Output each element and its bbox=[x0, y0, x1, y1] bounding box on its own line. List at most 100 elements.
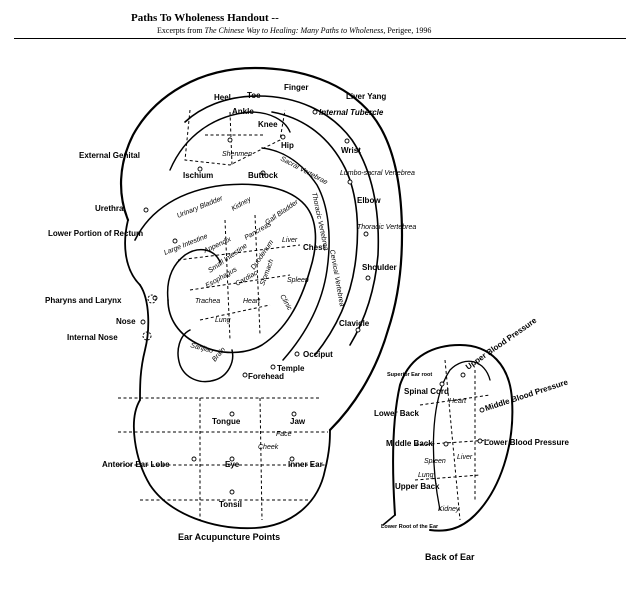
point-dot bbox=[443, 441, 449, 447]
label-finger: Finger bbox=[284, 83, 308, 92]
back-caption: Back of Ear bbox=[425, 552, 475, 562]
label-back-lung: Lung bbox=[418, 472, 434, 479]
label-heart: Heart bbox=[243, 298, 261, 305]
label-lower-blood-pressure: Lower Blood Pressure bbox=[484, 438, 569, 447]
point-dot bbox=[227, 137, 233, 143]
label-lower-back-1: Lower Back bbox=[374, 409, 419, 418]
point-dot bbox=[363, 231, 369, 237]
triangular-fossa bbox=[169, 111, 291, 171]
label-shenmen: Shenmen bbox=[222, 151, 252, 158]
point-dot bbox=[280, 134, 286, 140]
label-upper-back: Upper Back bbox=[395, 482, 440, 491]
concha-outline bbox=[134, 183, 317, 354]
label-clavicle: Clavicle bbox=[339, 319, 370, 328]
point-dot bbox=[439, 381, 445, 387]
label-middle-back: Middle Back bbox=[386, 439, 433, 448]
dashed-zone-upper bbox=[184, 109, 286, 166]
label-kidney: Kidney bbox=[231, 196, 253, 213]
ear-lobe-left-edge bbox=[139, 284, 150, 401]
label-large-intestine: Large Intestine bbox=[163, 233, 209, 257]
label-face: Face bbox=[276, 431, 292, 438]
dashed-zone-lobe-grid bbox=[118, 397, 328, 521]
pharynx-marker bbox=[147, 294, 157, 304]
label-spinal-cord: Spinal Cord bbox=[404, 387, 449, 396]
label-ankle: Ankle bbox=[232, 107, 254, 116]
label-spleen: Spleen bbox=[287, 277, 309, 284]
point-dot bbox=[270, 364, 276, 370]
dashed-zone-concha bbox=[177, 214, 301, 341]
label-superior-ear-root: Superior Ear root bbox=[387, 372, 432, 378]
point-dot bbox=[229, 456, 235, 462]
label-shoulder: Shoulder bbox=[362, 263, 397, 272]
label-eye: Eye bbox=[225, 460, 240, 469]
label-urethra: Urethra bbox=[95, 204, 124, 213]
label-heel: Heel bbox=[214, 93, 231, 102]
point-dot bbox=[143, 207, 149, 213]
antihelix-inner-line bbox=[261, 147, 330, 361]
handout-header: Paths To Wholeness Handout -- Excerpts f… bbox=[0, 0, 638, 40]
back-ear-inner-line bbox=[432, 360, 491, 511]
point-dot bbox=[191, 456, 197, 462]
label-middle-blood-pressure: Middle Blood Pressure bbox=[484, 377, 570, 413]
point-dot bbox=[312, 109, 318, 115]
helix-inner-line bbox=[184, 95, 380, 346]
handout-title: Paths To Wholeness Handout -- bbox=[131, 12, 279, 24]
label-toe: Toe bbox=[247, 91, 261, 100]
point-dot bbox=[242, 372, 248, 378]
label-tonsil: Tonsil bbox=[219, 500, 242, 509]
label-inner-ear: Inner Ear bbox=[288, 460, 323, 469]
label-stomach: Stomach bbox=[259, 258, 275, 286]
label-cheek: Cheek bbox=[258, 444, 279, 451]
label-jaw: Jaw bbox=[290, 417, 306, 426]
back-ear-root-line bbox=[382, 514, 396, 526]
label-ischium: Ischium bbox=[183, 171, 213, 180]
point-dot bbox=[479, 407, 485, 413]
label-lower-root-of-the-ear: Lower Root of the Ear bbox=[381, 524, 439, 530]
label-occiput: Occiput bbox=[303, 350, 333, 359]
handout-subtitle: Excerpts from The Chinese Way to Healing… bbox=[157, 26, 431, 35]
point-dot bbox=[260, 170, 266, 176]
subtitle-prefix: Excerpts from bbox=[157, 26, 205, 35]
label-forehead: Forehead bbox=[248, 372, 284, 381]
point-dot bbox=[172, 238, 178, 244]
label-knee: Knee bbox=[258, 120, 278, 129]
internal-nose-marker bbox=[142, 331, 152, 341]
label-pharynx-and-larynx: Pharyns and Larynx bbox=[45, 296, 122, 305]
point-dot bbox=[460, 372, 466, 378]
label-hip: Hip bbox=[281, 141, 294, 150]
point-dot bbox=[365, 275, 371, 281]
label-anterior-ear-lobe: Anterior Ear Lobe bbox=[102, 460, 170, 469]
label-internal-nose: Internal Nose bbox=[67, 333, 118, 342]
label-temple: Temple bbox=[277, 364, 305, 373]
label-external-genital: External Genital bbox=[79, 151, 140, 160]
label-trachea: Trachea bbox=[195, 298, 220, 305]
ear-outline bbox=[120, 66, 404, 432]
label-thoracic-vertebrea: Thoracic Vertebrea bbox=[357, 224, 416, 231]
earlobe-outline bbox=[124, 219, 331, 530]
antitragus-outline bbox=[166, 248, 221, 301]
label-back-heart: Heart bbox=[449, 398, 467, 405]
label-upper-blood-pressure: Upper Blood Pressure bbox=[464, 316, 539, 372]
point-dot bbox=[355, 327, 361, 333]
point-dot bbox=[477, 438, 483, 444]
label-internal-tubercle: Internal Tubercle bbox=[319, 108, 384, 117]
label-elbow: Elbow bbox=[357, 196, 381, 205]
label-lung: Lung bbox=[215, 317, 231, 324]
label-lumbo-sacral-vertebrea: Lumbo-sacral Vertebrea bbox=[340, 170, 415, 177]
header-rule bbox=[14, 38, 626, 39]
label-cervical-vertebrea: Cervical Vertebrea bbox=[328, 249, 345, 307]
label-back-kidney: Kidney bbox=[438, 506, 460, 513]
back-ear-outline bbox=[392, 344, 514, 532]
subtitle-book: The Chinese Way to Healing: Many Paths t… bbox=[204, 26, 384, 35]
label-wrist: Wrist bbox=[341, 146, 361, 155]
dashed-zone-back bbox=[414, 359, 491, 521]
label-liver: Liver bbox=[282, 237, 298, 244]
label-back-liver: Liver bbox=[457, 454, 473, 461]
label-sanjiao: Sanjiao bbox=[189, 342, 213, 355]
point-dot bbox=[140, 319, 146, 325]
subtitle-suffix: , Perigee, 1996 bbox=[383, 26, 432, 35]
antihelix-outer-line bbox=[271, 111, 359, 356]
point-dot bbox=[289, 456, 295, 462]
label-lower-portion-of-rectum: Lower Portion of Rectum bbox=[48, 229, 143, 238]
label-liver-yang: Liver Yang bbox=[346, 92, 386, 101]
